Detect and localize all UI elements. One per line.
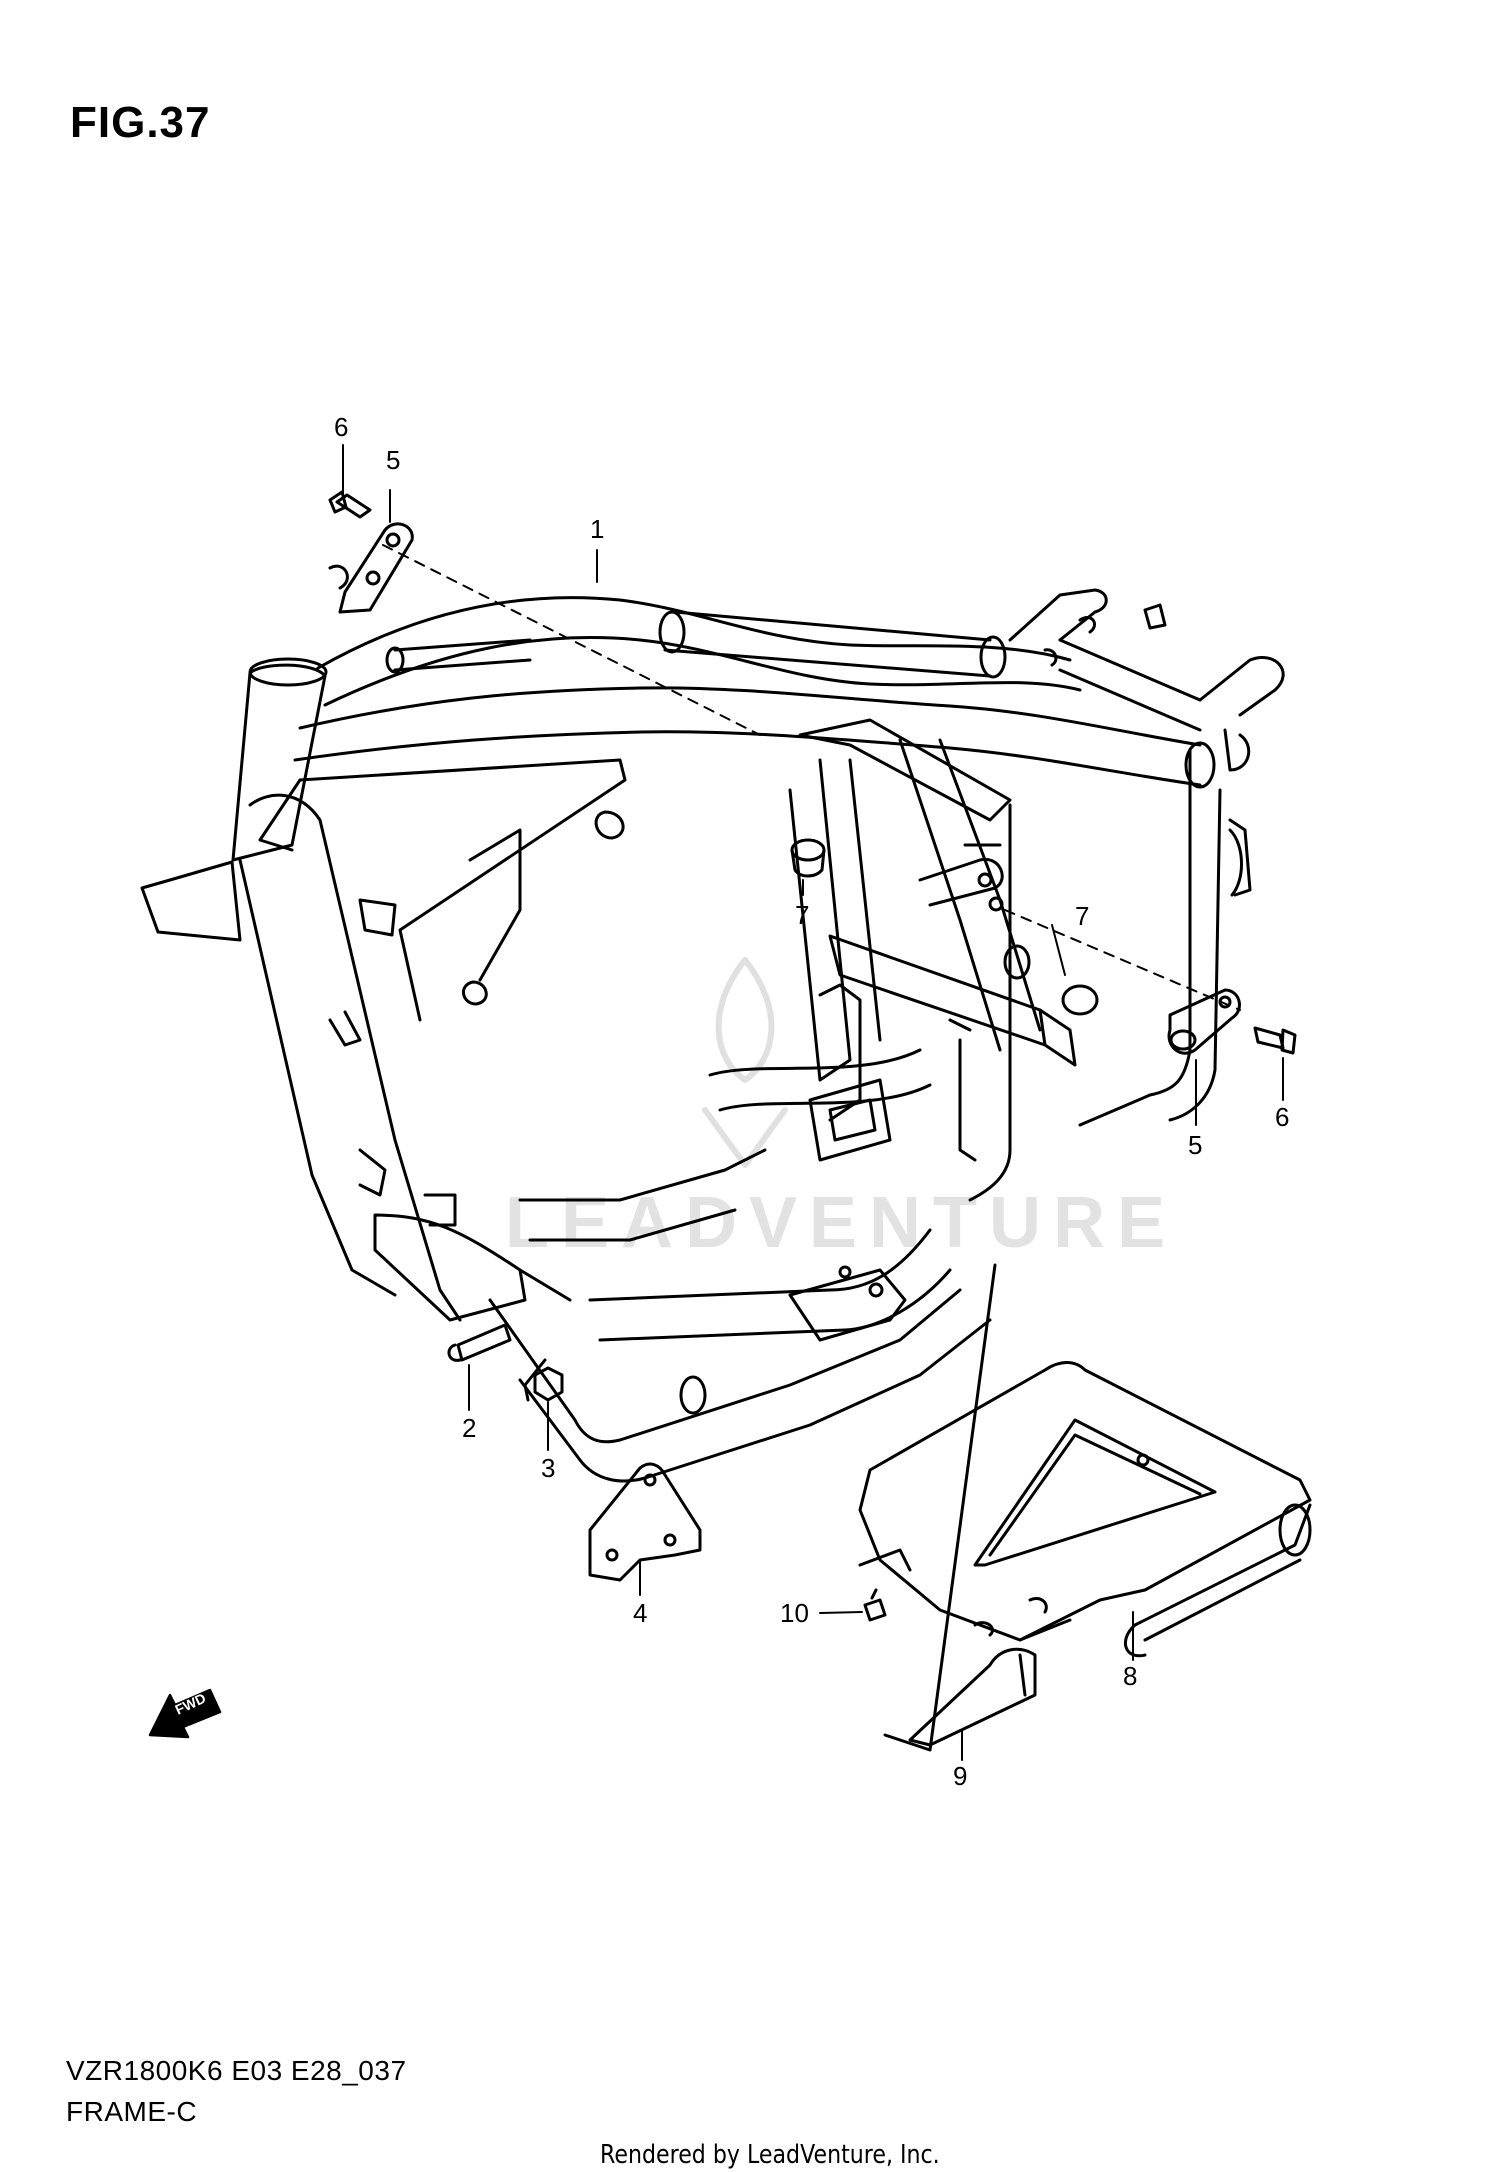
grommet-part-7-left bbox=[790, 838, 826, 878]
callout-3: 3 bbox=[541, 1453, 555, 1483]
callout-10: 10 bbox=[780, 1598, 809, 1628]
alignment-lines bbox=[382, 544, 1241, 1011]
bolt-part-2 bbox=[447, 1323, 512, 1362]
callout-2: 2 bbox=[462, 1413, 476, 1443]
callout-labels: 1 2 3 4 5 5 6 6 7 7 8 9 10 bbox=[334, 412, 1289, 1791]
callout-9: 9 bbox=[953, 1761, 967, 1791]
callout-6-lower: 6 bbox=[1275, 1102, 1289, 1132]
lower-bolt-part-6 bbox=[1253, 1026, 1297, 1055]
section-name: FRAME-C bbox=[66, 2096, 198, 2127]
skid-plate-part-8 bbox=[858, 1361, 1312, 1658]
watermark-text: LEADVENTURE bbox=[505, 1183, 1178, 1263]
callout-6-upper: 6 bbox=[334, 412, 348, 442]
bracket-part-4 bbox=[588, 1462, 702, 1582]
watermark-logo bbox=[702, 957, 788, 1168]
callout-5-lower: 5 bbox=[1188, 1130, 1202, 1160]
callout-7-right: 7 bbox=[1075, 901, 1089, 931]
grommet-part-7-right bbox=[1061, 984, 1099, 1016]
model-code: VZR1800K6 E03 E28_037 bbox=[66, 2055, 407, 2086]
callout-1: 1 bbox=[590, 514, 604, 544]
callout-8: 8 bbox=[1123, 1661, 1137, 1691]
callout-5-upper: 5 bbox=[386, 445, 400, 475]
figure-title: FIG.37 bbox=[70, 98, 211, 147]
nut-part-3 bbox=[523, 1358, 564, 1402]
lower-bracket-part-5 bbox=[1167, 988, 1241, 1055]
guard-part-9 bbox=[883, 1263, 1037, 1752]
leader-lines bbox=[342, 444, 1284, 1761]
upper-bracket-part-5 bbox=[328, 522, 414, 614]
callout-4: 4 bbox=[633, 1598, 647, 1628]
callout-7-left: 7 bbox=[795, 900, 809, 930]
main-frame bbox=[140, 588, 1285, 1483]
screw-part-10 bbox=[863, 1588, 887, 1622]
upper-bolt-part-6 bbox=[328, 490, 372, 519]
rendered-by-credit: Rendered by LeadVenture, Inc. bbox=[600, 2140, 940, 2170]
forward-direction-arrow: FWD bbox=[148, 1688, 222, 1739]
